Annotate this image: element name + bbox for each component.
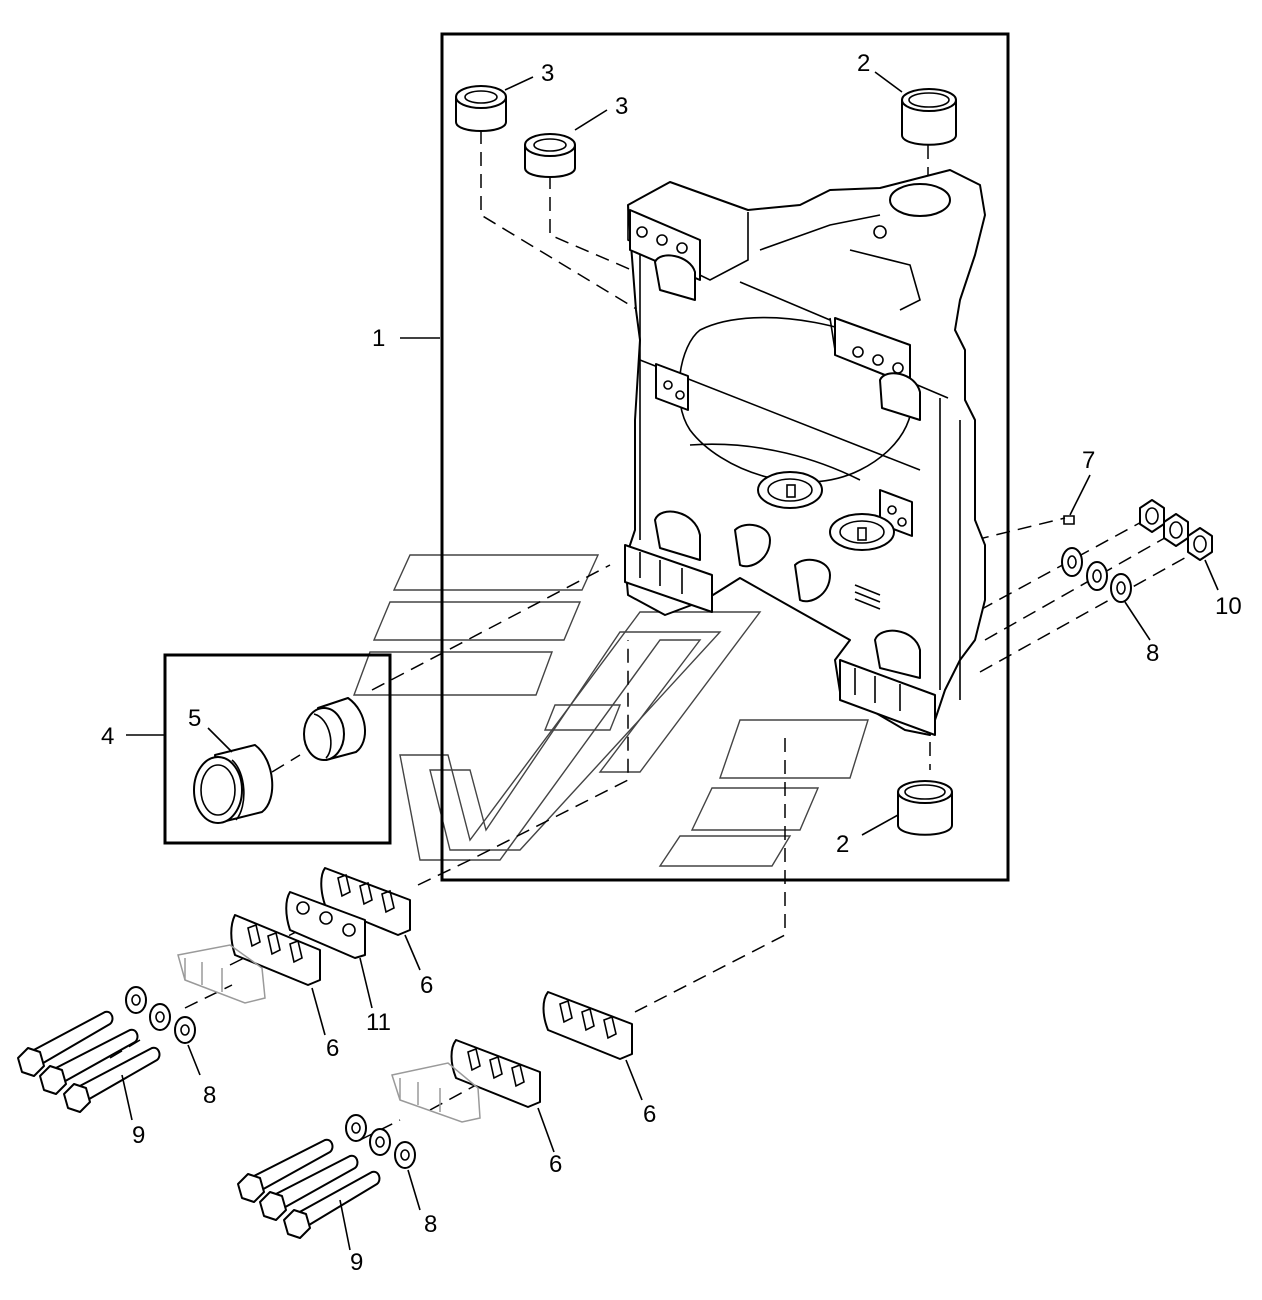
- kit-box: [163, 653, 392, 845]
- callout-2-upper: 2: [857, 50, 870, 77]
- callout-9-lower: 9: [350, 1249, 363, 1276]
- washers-lower: [345, 1114, 416, 1169]
- shim-6-lower-back: [542, 991, 633, 1060]
- fitting-7: [1063, 515, 1075, 525]
- bushing-2-lower: [897, 780, 953, 836]
- shim-6-upper-front: [230, 914, 321, 986]
- callout-9-upper: 9: [132, 1122, 145, 1149]
- callout-6-lower-back: 6: [643, 1101, 656, 1128]
- sleeve-5-large: [193, 744, 274, 824]
- callout-6-lower-front: 6: [549, 1151, 562, 1178]
- bolts-9-lower: [237, 1138, 381, 1239]
- bolts-9-upper: [17, 1010, 161, 1113]
- callout-11: 11: [366, 1009, 391, 1036]
- callout-1: 1: [372, 325, 385, 352]
- callout-6-upper-back: 6: [420, 972, 433, 999]
- callout-10: 10: [1215, 593, 1242, 620]
- spacer-block-lower: [391, 1062, 481, 1123]
- callout-5: 5: [188, 705, 201, 732]
- leader-lines: [121, 71, 1219, 1251]
- main-frame-casting: [624, 169, 986, 736]
- callout-8-lower: 8: [424, 1211, 437, 1238]
- bushing-3-upper: [455, 85, 507, 132]
- callout-4: 4: [101, 723, 114, 750]
- spacer-block-upper: [177, 944, 266, 1004]
- callout-2-lower: 2: [836, 831, 849, 858]
- callout-3-upper: 3: [541, 60, 554, 87]
- callout-3-lower: 3: [615, 93, 628, 120]
- bushing-2-upper: [901, 88, 957, 146]
- washers-upper: [125, 986, 196, 1044]
- watermark-logo: [352, 554, 869, 867]
- callout-6-upper-front: 6: [326, 1035, 339, 1062]
- assembly-frame: [440, 32, 1010, 882]
- nuts-right: [1139, 499, 1213, 561]
- callout-8-upper: 8: [203, 1082, 216, 1109]
- shim-6-lower-front: [450, 1039, 541, 1108]
- washers-right: [1061, 547, 1132, 603]
- sleeve-5-small: [303, 697, 367, 761]
- shim-11: [285, 891, 366, 959]
- shim-6-upper-back: [320, 867, 411, 936]
- bushing-3-lower: [524, 133, 576, 178]
- callout-8-right: 8: [1146, 640, 1159, 667]
- callout-7: 7: [1082, 447, 1095, 474]
- callout-labels: 1 2 2 3 3 4 5 6 6 6 6 7 8 8 8 9 9 10 11: [101, 50, 1242, 1276]
